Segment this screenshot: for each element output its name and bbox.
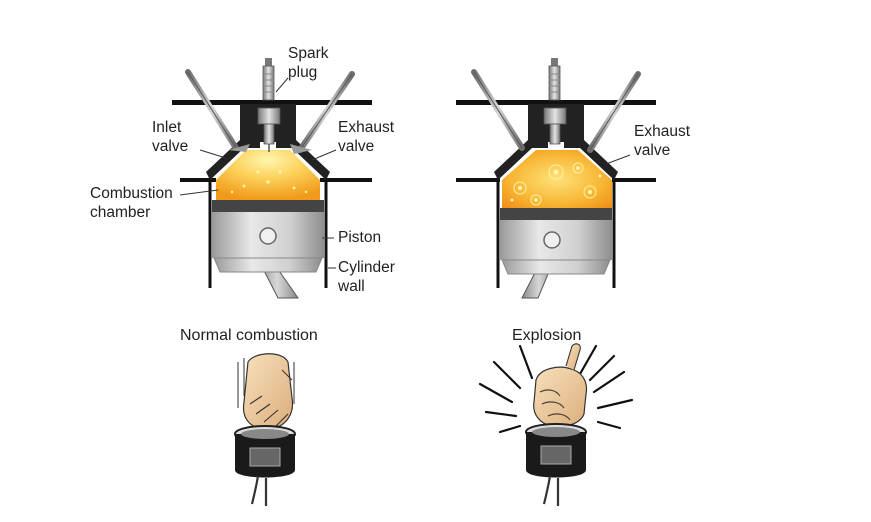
cylinder-wall-right xyxy=(496,180,616,288)
label-exhaust-valve-line2: valve xyxy=(338,138,375,155)
hand-icon xyxy=(242,353,294,429)
plunger-device-right xyxy=(525,423,587,506)
flame-sparks-right xyxy=(510,166,602,202)
label-exhaust-valve: Exhaust valve xyxy=(338,118,394,156)
label-inlet-valve-line1: Inlet xyxy=(152,119,182,136)
right-engine-cylinder xyxy=(456,58,656,299)
fist-icon xyxy=(533,343,588,428)
plunger-device xyxy=(234,425,296,506)
label-exhaust-valve-right: Exhaust valve xyxy=(634,122,690,160)
combustion-chamber xyxy=(216,150,320,200)
leader-lines-left xyxy=(179,77,337,269)
exhaust-valve xyxy=(290,71,355,154)
label-exhaust-valve-right-line2: valve xyxy=(634,142,671,159)
label-cylinder-wall: Cylinder wall xyxy=(338,258,395,296)
inlet-valve-right xyxy=(471,69,525,151)
burst-lines xyxy=(478,344,634,434)
spark-plug xyxy=(257,58,281,152)
label-inlet-valve-line2: valve xyxy=(152,138,189,155)
label-spark-plug-line2: plug xyxy=(288,64,318,81)
caption-normal-combustion: Normal combustion xyxy=(180,327,318,344)
piston xyxy=(212,200,324,273)
motion-lines xyxy=(237,358,295,408)
label-exhaust-valve-line1: Exhaust xyxy=(338,119,395,136)
flame-sparks xyxy=(230,158,308,194)
left-engine-cylinder xyxy=(172,58,372,299)
label-spark-plug: Spark plug xyxy=(288,44,329,82)
label-spark-plug-line1: Spark xyxy=(288,45,329,62)
label-exhaust-valve-right-line1: Exhaust xyxy=(634,123,691,140)
explosion-illustration xyxy=(478,343,634,506)
cylinder-wall xyxy=(208,180,328,288)
label-piston-text: Piston xyxy=(338,229,382,246)
caption-explosion: Explosion xyxy=(512,327,582,344)
label-cylinder-wall-line1: Cylinder xyxy=(338,259,395,276)
inlet-valve xyxy=(185,69,250,152)
flame-bursts xyxy=(513,162,597,206)
spark-plug-right xyxy=(543,58,567,145)
label-combustion-chamber-line2: chamber xyxy=(90,204,151,221)
exhaust-valve-right xyxy=(587,71,641,153)
leader-lines-right xyxy=(605,154,631,165)
label-inlet-valve: Inlet valve xyxy=(152,118,188,156)
label-cylinder-wall-line2: wall xyxy=(338,278,365,295)
label-piston: Piston xyxy=(338,228,381,247)
piston-right xyxy=(500,208,612,275)
label-combustion-chamber: Combustion chamber xyxy=(90,184,173,222)
label-combustion-chamber-line1: Combustion xyxy=(90,185,173,202)
normal-combustion-illustration xyxy=(234,353,296,506)
explosion-flame xyxy=(502,150,612,208)
